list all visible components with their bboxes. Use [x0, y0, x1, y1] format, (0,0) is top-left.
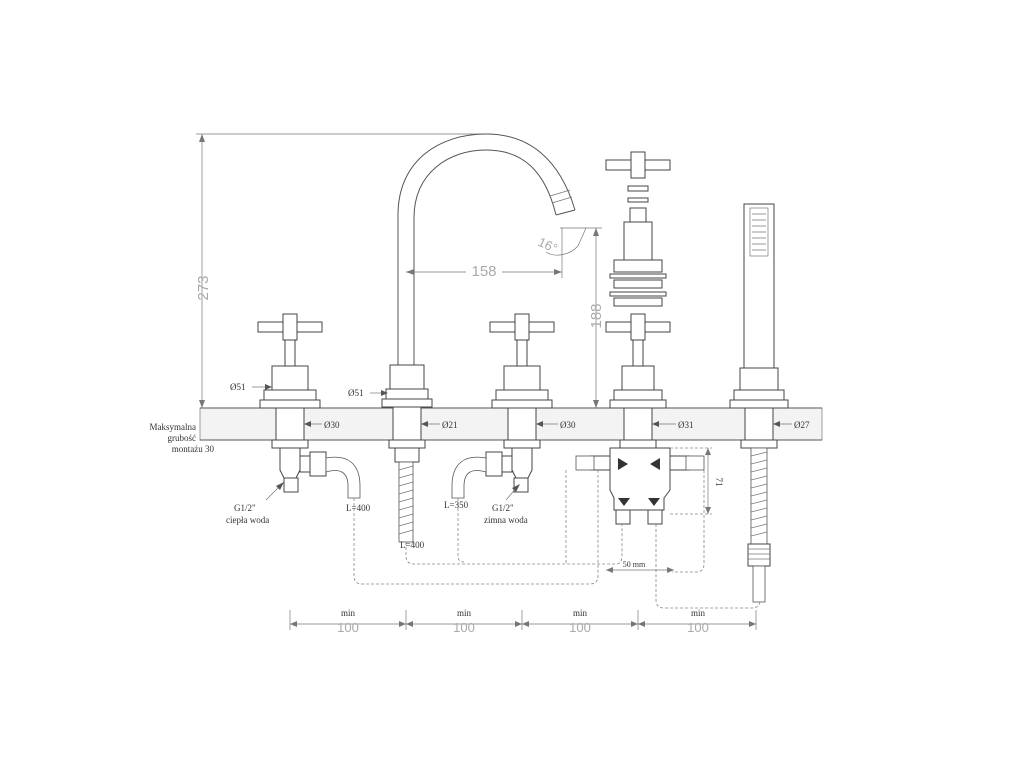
reach-label-text: 158: [471, 263, 496, 280]
box-width-label: 50 mm: [623, 560, 646, 569]
spacing-1-value: 100: [337, 620, 359, 635]
diameter-diverter-mid: Ø31: [678, 420, 694, 430]
spacing-dimensions: min 100 min 100 min 100 min 100: [289, 608, 757, 635]
connection-labels: G1/2" ciepła woda L=400 L=400 L=350 G1/2…: [226, 482, 528, 550]
diameter-shower-mid: Ø27: [794, 420, 810, 430]
deck-label-line2: grubość: [168, 433, 197, 443]
spout-height-label: 188: [588, 303, 605, 328]
spout-height-dimension: 188: [560, 227, 605, 408]
height-label: 273: [195, 275, 212, 300]
hose-route-spout: [405, 524, 623, 565]
cold-valve: [451, 313, 555, 499]
spacing-4-label: min: [691, 608, 706, 618]
diameter-right-mid: Ø30: [560, 420, 576, 430]
hose-route-left: [353, 470, 599, 585]
hose-route-shower: [655, 524, 761, 609]
cold-label: zimna woda: [484, 515, 528, 525]
angle-dimension: 16°: [536, 227, 587, 256]
spacing-1-label: min: [341, 608, 356, 618]
hot-valve: [257, 313, 361, 499]
deck-label-line3: montażu 30: [172, 444, 215, 454]
hot-label: ciepła woda: [226, 515, 269, 525]
angle-label: 16°: [536, 234, 560, 256]
diameter-spout-mid: Ø21: [442, 420, 458, 430]
diameter-spout-top: Ø51: [348, 388, 364, 398]
spacing-2-label: min: [457, 608, 472, 618]
spacing-3-label: min: [573, 608, 588, 618]
hose-right-length: L=350: [444, 500, 469, 510]
hose-left-length: L=400: [346, 503, 371, 513]
diameter-labels: Ø51 Ø30 Ø51 Ø21 Ø30 Ø31 Ø27: [230, 382, 810, 430]
hose-route-hot: [672, 470, 705, 573]
hand-shower: [729, 203, 789, 603]
exploded-cartridge: [605, 151, 671, 307]
hose-route-right: [457, 498, 465, 563]
deck-label-line1: Maksymalna: [150, 422, 197, 432]
box-height-label: 71: [714, 478, 724, 487]
cold-size: G1/2": [492, 503, 514, 513]
diverter-valve: [575, 313, 705, 525]
diameter-left-mid: Ø30: [324, 420, 340, 430]
spacing-3-value: 100: [569, 620, 591, 635]
box-dimensions: 71 50 mm: [606, 447, 724, 573]
hose-spout-length: L=400: [400, 540, 425, 550]
diameter-left-top: Ø51: [230, 382, 246, 392]
hot-size: G1/2": [234, 503, 256, 513]
spout: [381, 133, 576, 543]
spacing-4-value: 100: [687, 620, 709, 635]
spacing-2-value: 100: [453, 620, 475, 635]
height-dimension: 273: [195, 133, 490, 408]
